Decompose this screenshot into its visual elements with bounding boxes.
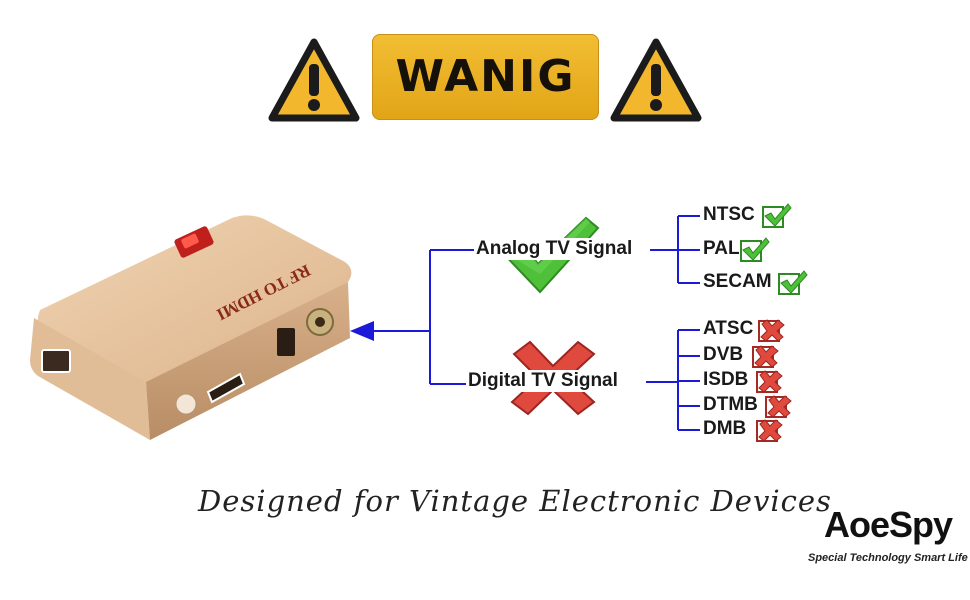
standard-atsc: ATSC bbox=[703, 318, 754, 339]
warning-banner: WANIG bbox=[372, 34, 599, 120]
tagline: Designed for Vintage Electronic Devices bbox=[198, 484, 832, 518]
standard-pal: PAL bbox=[703, 238, 740, 259]
standard-dtmb: DTMB bbox=[703, 394, 758, 415]
standard-secam: SECAM bbox=[703, 271, 772, 292]
brand-logo: AoeSpy bbox=[824, 504, 953, 545]
arrow-head-icon bbox=[350, 321, 374, 341]
check-icon bbox=[740, 237, 770, 262]
digital-signal-label: Digital TV Signal bbox=[466, 370, 620, 392]
check-icon bbox=[778, 270, 808, 295]
analog-signal-label: Analog TV Signal bbox=[474, 238, 635, 260]
cross-icon bbox=[765, 395, 792, 418]
warning-triangle-icon-left bbox=[268, 38, 360, 122]
standard-ntsc: NTSC bbox=[703, 204, 755, 225]
brand-slogan: Special Technology Smart Life bbox=[808, 552, 968, 564]
cross-icon bbox=[758, 319, 785, 342]
standard-isdb: ISDB bbox=[703, 369, 749, 390]
standard-dmb: DMB bbox=[703, 418, 747, 439]
warning-triangle-icon-right bbox=[610, 38, 702, 122]
cross-icon bbox=[752, 345, 779, 368]
cross-icon bbox=[756, 419, 783, 442]
cross-icon bbox=[756, 370, 783, 393]
standard-dvb: DVB bbox=[703, 344, 744, 365]
check-icon bbox=[762, 203, 792, 228]
banner-title: WANIG bbox=[395, 51, 576, 102]
